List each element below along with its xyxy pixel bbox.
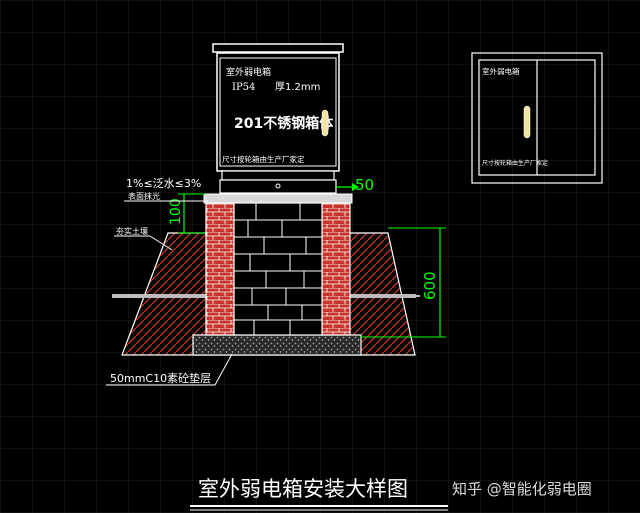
- cabinet-foot: [219, 179, 337, 194]
- dimension-group: 50 100 600: [168, 176, 446, 338]
- drawing-title: 室外弱电箱安装大样图: [198, 477, 408, 501]
- ground-slab-right: [316, 294, 416, 298]
- concrete-cushion: [192, 334, 362, 356]
- cabinet-front: 室外弱电箱 IP54 厚1.2mm 201不锈钢箱体 尺寸按轮箱由生产厂家定: [212, 43, 344, 194]
- cabinet-name-label: 室外弱电箱: [226, 66, 271, 78]
- cabinet-material-label: 201不锈钢箱体: [234, 115, 334, 132]
- soil-leader: [149, 235, 173, 251]
- side-frame: [471, 52, 603, 184]
- drain-hole-icon: [275, 183, 281, 189]
- cushion-label: 50mmC10素砼垫层: [110, 371, 211, 385]
- brick-wall-left: [205, 202, 235, 336]
- offset-dim-label: 50: [355, 176, 374, 194]
- cabinet-door: [219, 57, 337, 167]
- cable-pit: [233, 202, 323, 336]
- plinth-dim-label: 100: [168, 198, 184, 225]
- offset-arrow-icon: [352, 183, 359, 191]
- ground-slab-left: [112, 294, 212, 298]
- cabinet-size-note: 尺寸按轮箱由生产厂家定: [222, 154, 305, 164]
- side-handle-icon: [523, 105, 531, 139]
- side-size-note: 尺寸按轮箱由生产厂家定: [482, 159, 548, 167]
- handle-icon: [321, 109, 329, 137]
- cabinet-rating-label: IP54: [232, 82, 255, 93]
- cabinet-base: [221, 170, 335, 181]
- plinth-slab: [203, 193, 353, 204]
- annotation-group: 1%≤泛水≤3% 表面抹光 夯实土壤 50mmC10素砼垫层: [106, 177, 233, 386]
- cabinet-side: 室外弱电箱 尺寸按轮箱由生产厂家定: [471, 52, 603, 184]
- watermark: 知乎 @智能化弱电圈: [452, 480, 592, 498]
- foundation: [112, 193, 420, 356]
- soil-label: 夯实土壤: [116, 226, 148, 236]
- depth-dim-label: 600: [421, 271, 439, 300]
- side-name-label: 室外弱电箱: [482, 66, 520, 76]
- slope-label: 1%≤泛水≤3%: [126, 177, 201, 190]
- brick-wall-right: [321, 202, 351, 336]
- pit-grid: [234, 203, 322, 335]
- cabinet-thickness-label: 厚1.2mm: [275, 81, 320, 93]
- cushion-leader: [214, 353, 233, 386]
- surface-label: 表面抹光: [128, 191, 160, 201]
- cabinet-roof: [212, 43, 344, 53]
